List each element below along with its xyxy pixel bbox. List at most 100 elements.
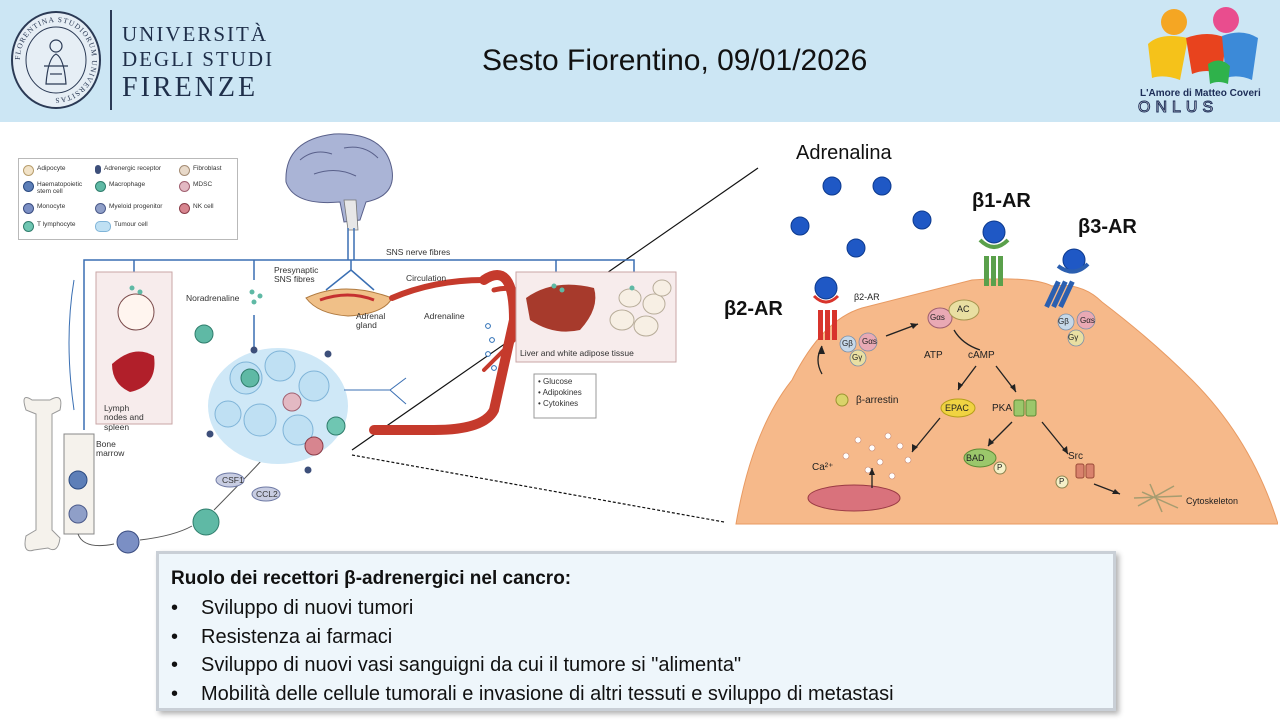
legend-swatch xyxy=(179,181,190,192)
logo-figure-blue xyxy=(1222,32,1258,80)
info-title: Ruolo dei recettori β-adrenergici nel ca… xyxy=(171,568,572,589)
list-item-text: Sviluppo di nuovi tumori xyxy=(201,597,414,619)
legend-item: Fibroblast xyxy=(179,165,222,176)
bullet-icon: • xyxy=(171,682,179,705)
university-name-line1: UNIVERSITÀ xyxy=(122,22,268,46)
floating-cells xyxy=(194,324,214,344)
epac-icon xyxy=(940,398,976,418)
pka-subunit-icon xyxy=(1025,399,1037,417)
spleen-icon xyxy=(112,351,155,392)
bullet-icon: • xyxy=(171,597,179,619)
pka-subunit-icon xyxy=(1013,399,1025,417)
legend-label: Fibroblast xyxy=(193,165,222,172)
legend-item: Adrenergic receptor xyxy=(95,165,161,174)
legend-swatch xyxy=(179,203,190,214)
university-name: UNIVERSITÀ DEGLI STUDI FIRENZE xyxy=(122,24,274,102)
beta1-receptor xyxy=(978,238,1010,286)
legend-item: Tumour cell xyxy=(95,221,148,232)
legend-label: Tumour cell xyxy=(114,221,148,228)
header-band xyxy=(0,0,1280,122)
tumour-mass xyxy=(208,348,348,464)
adipose-icon xyxy=(609,279,672,337)
label-noradrenaline: Noradrenaline xyxy=(186,293,240,303)
adrenaline-molecules xyxy=(485,323,497,371)
blood-vessels xyxy=(369,270,529,435)
bullet-icon: • xyxy=(171,625,179,648)
label-p-src: P xyxy=(1059,477,1065,486)
label-small-b2: β2-AR xyxy=(854,292,880,302)
calcium-ions xyxy=(842,432,912,480)
legend-item: T lymphocyte xyxy=(23,221,76,232)
label-camp: cAMP xyxy=(968,350,995,361)
lymph-node-icon xyxy=(117,293,155,331)
src-subunit-icon xyxy=(1075,463,1085,479)
label-p-bad: P xyxy=(997,463,1003,472)
onlus-subtitle: ONLUS xyxy=(1137,99,1219,117)
seal-figure-icon xyxy=(44,39,68,85)
university-seal: FLORENTINA STUDIORUM UNIVERSITAS xyxy=(11,11,101,109)
label-ga-s-active: Gαs xyxy=(930,313,945,322)
legend-label: Haematopoietic stem cell xyxy=(37,181,83,196)
adrenal-gland xyxy=(305,288,393,317)
beta-adrenergic-signalling-diagram xyxy=(735,176,1278,525)
label-adrenalina: Adrenalina xyxy=(796,142,892,164)
bullet-icon: • xyxy=(171,654,179,676)
label-presynaptic: Presynaptic SNS fibres xyxy=(274,265,319,285)
label-src: Src xyxy=(1068,451,1083,462)
label-epac: EPAC xyxy=(945,403,969,413)
brain-icon xyxy=(285,133,393,231)
label-sns-nerve: SNS nerve fibres xyxy=(386,247,451,257)
adenylyl-cyclase xyxy=(948,299,980,321)
logo-head-pink xyxy=(1213,7,1239,33)
legend-item: MDSC xyxy=(179,181,212,192)
legend-swatch xyxy=(95,181,106,192)
macrophage-icon xyxy=(192,508,220,536)
legend-label: Monocyte xyxy=(37,203,66,210)
gas-active xyxy=(927,307,953,329)
noradrenaline-dots xyxy=(129,283,635,305)
legend-item: Myeloid progenitor xyxy=(95,203,162,214)
liver-icon xyxy=(526,284,596,332)
monocyte-icon xyxy=(116,530,140,554)
label-beta-arrestin: β-arrestin xyxy=(856,395,899,406)
label-gg-b3: Gγ xyxy=(1068,333,1079,342)
label-bone-marrow: Bone marrow xyxy=(96,439,125,459)
label-ga-s-b2: Gαs xyxy=(862,337,877,346)
university-divider xyxy=(110,10,112,110)
list-item: • Resistenza ai farmaci xyxy=(171,623,894,652)
legend-swatch xyxy=(95,221,111,232)
factor-cytokines: • Cytokines xyxy=(538,399,579,408)
beta3-receptor xyxy=(1044,262,1090,308)
legend-swatch xyxy=(95,203,106,214)
legend-item: Macrophage xyxy=(95,181,145,192)
label-adrenaline: Adrenaline xyxy=(424,311,465,321)
hsc-cell-icon xyxy=(68,470,88,490)
label-cytoskeleton: Cytoskeleton xyxy=(1186,496,1239,506)
label-ga-s-b3: Gαs xyxy=(1080,316,1095,325)
list-item: • Sviluppo di nuovi tumori xyxy=(171,594,894,623)
csf1-bubble xyxy=(215,472,245,488)
beta2-receptor xyxy=(812,294,840,340)
label-csf1: CSF1 xyxy=(222,475,244,485)
g-protein-complex-b3 xyxy=(1057,310,1096,347)
list-item-text: Sviluppo di nuovi vasi sanguigni da cui … xyxy=(201,654,742,676)
diagram-legend: Adipocyte Adrenergic receptor Fibroblast… xyxy=(18,158,238,240)
label-gg-b2: Gγ xyxy=(852,353,863,362)
src-subunit-icon xyxy=(1085,463,1095,479)
calcium-store xyxy=(807,484,901,512)
university-name-line2: DEGLI STUDI xyxy=(122,47,275,71)
label-atp: ATP xyxy=(924,350,943,361)
label-liver: Liver and white adipose tissue xyxy=(520,348,634,358)
logo-figure-yellow xyxy=(1148,36,1188,80)
adrenaline-molecules-outside xyxy=(790,176,1086,300)
legend-label: Adrenergic receptor xyxy=(104,165,162,172)
info-list: • Sviluppo di nuovi tumori • Resistenza ai… xyxy=(171,594,894,708)
cytoskeleton-icon xyxy=(1133,483,1183,513)
label-lymph: Lymph nodes and spleen xyxy=(104,403,144,432)
label-ac: AC xyxy=(957,304,970,314)
list-item-text: Resistenza ai farmaci xyxy=(201,625,393,648)
phospho-icon xyxy=(1055,475,1069,489)
legend-label: Myeloid progenitor xyxy=(109,203,163,210)
arrowheads xyxy=(818,323,1120,494)
legend-item: Monocyte xyxy=(23,203,65,214)
